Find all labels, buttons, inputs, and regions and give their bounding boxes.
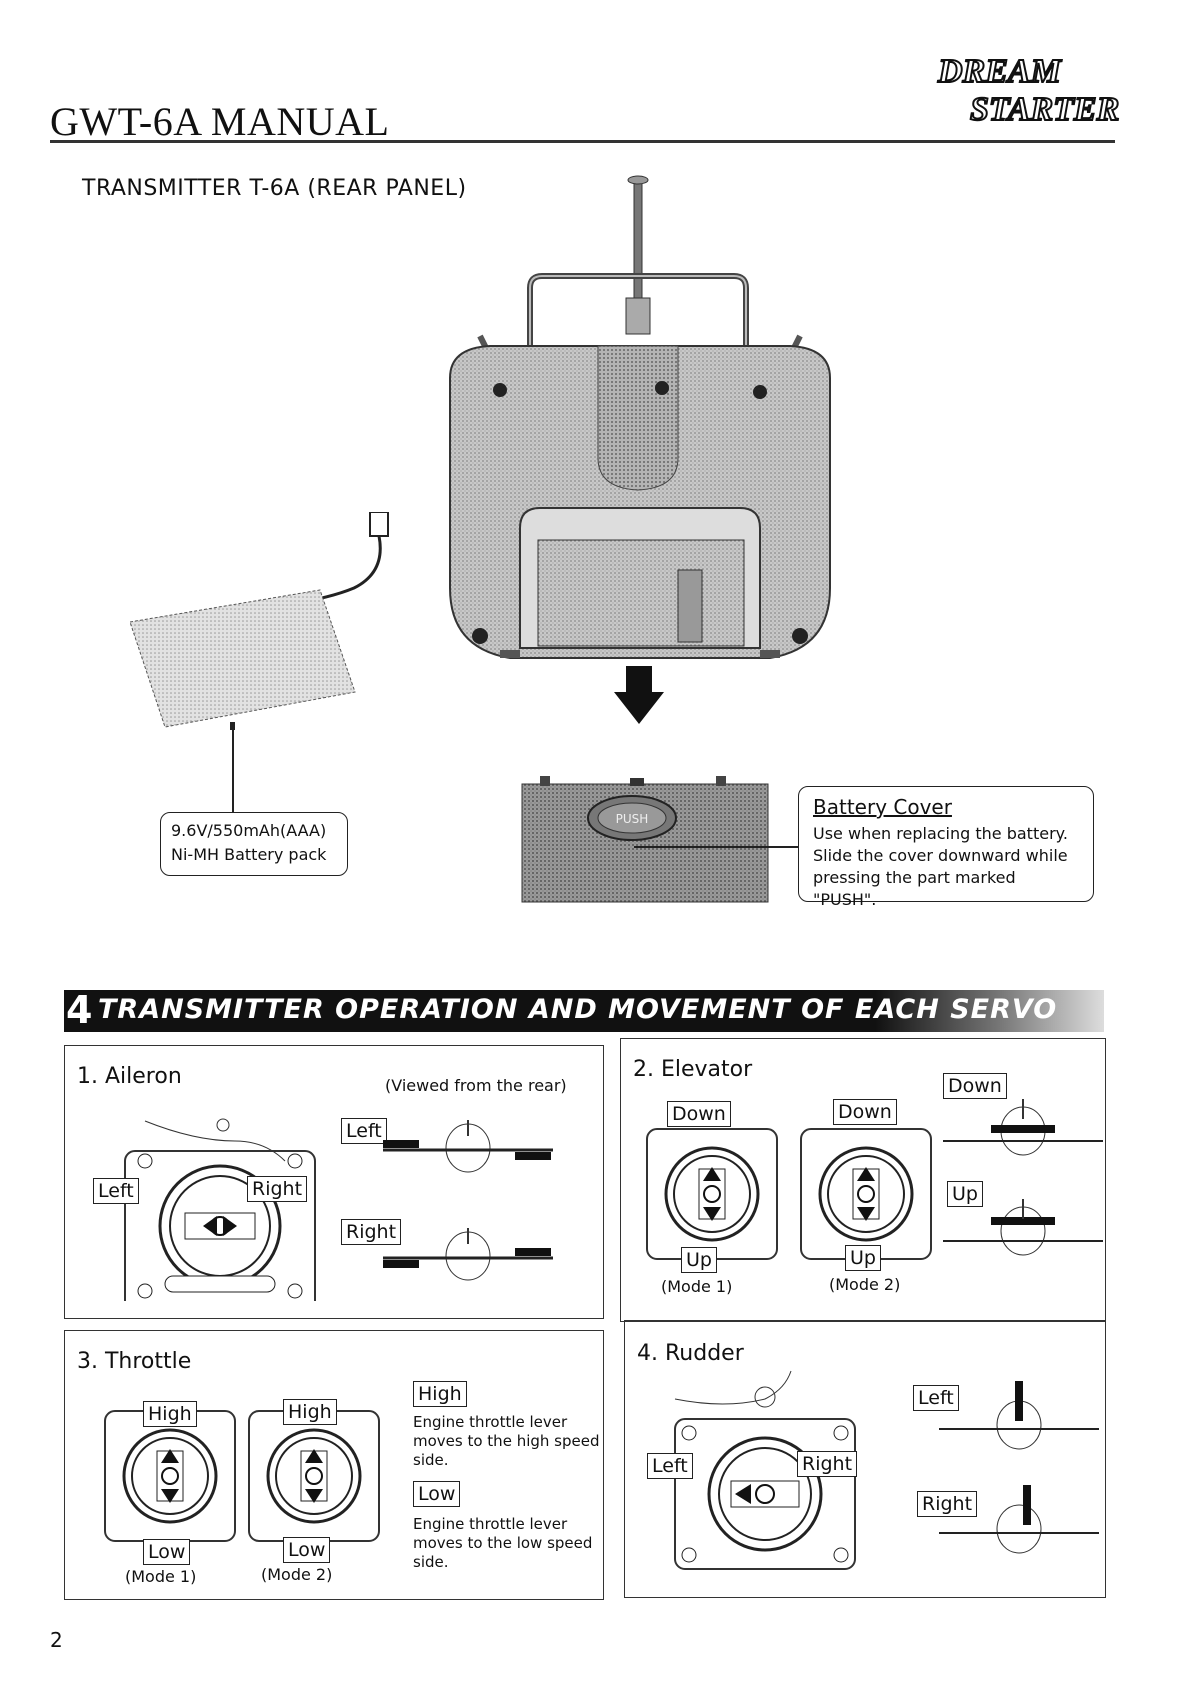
section-title: TRANSMITTER OPERATION AND MOVEMENT OF EA… xyxy=(98,994,1058,1025)
svg-text:DREAM: DREAM xyxy=(937,53,1063,90)
battery-cover-title: Battery Cover xyxy=(813,795,952,819)
elevator-mode2-down-label: Down xyxy=(833,1099,897,1125)
throttle-high-note-label: High xyxy=(413,1381,467,1407)
page-number: 2 xyxy=(50,1628,63,1652)
aileron-stick-illustration xyxy=(105,1101,345,1312)
elevator-panel: 2. Elevator Down Up (Mode 1) Down Up (Mo… xyxy=(620,1038,1106,1322)
section-number: 4 xyxy=(66,988,93,1032)
battery-cover-illustration: PUSH xyxy=(520,772,772,906)
aileron-plane-right-label: Right xyxy=(341,1219,402,1245)
rudder-stick-illustration xyxy=(665,1369,865,1583)
push-label: PUSH xyxy=(616,812,649,826)
aileron-stick-left-label: Left xyxy=(93,1178,139,1204)
aileron-viewed-note: (Viewed from the rear) xyxy=(385,1076,567,1095)
throttle-mode1-caption: (Mode 1) xyxy=(125,1567,197,1586)
aileron-plane-left-label: Left xyxy=(341,1118,387,1144)
battery-cover-note-1: Use when replacing the battery. xyxy=(813,824,1068,843)
elevator-title: 2. Elevator xyxy=(633,1057,753,1082)
rudder-plane-left-label: Left xyxy=(913,1385,959,1411)
elevator-plane-up-icon xyxy=(943,1189,1103,1273)
battery-pack-illustration xyxy=(129,511,400,742)
elevator-plane-up-label: Up xyxy=(947,1181,983,1207)
battery-cover-leader-line xyxy=(634,846,798,848)
battery-pack-callout: 9.6V/550mAh(AAA) Ni-MH Battery pack xyxy=(160,812,348,876)
battery-cover-callout: Battery Cover Use when replacing the bat… xyxy=(798,786,1094,909)
rudder-plane-right-icon xyxy=(939,1481,1099,1565)
aileron-stick-right-label: Right xyxy=(247,1176,308,1202)
battery-pack-spec: 9.6V/550mAh(AAA) xyxy=(171,821,327,840)
throttle-low-note-label: Low xyxy=(413,1481,461,1507)
throttle-mode2-low-label: Low xyxy=(283,1537,331,1563)
aileron-title: 1. Aileron xyxy=(77,1064,182,1089)
elevator-plane-down-label: Down xyxy=(943,1073,1007,1099)
aileron-plane-left-icon xyxy=(383,1106,553,1190)
rudder-title: 4. Rudder xyxy=(637,1341,744,1366)
throttle-mode1-high-label: High xyxy=(143,1401,197,1427)
elevator-mode1-up-label: Up xyxy=(681,1247,717,1273)
rudder-stick-left-label: Left xyxy=(647,1453,693,1479)
rear-panel-title: TRANSMITTER T-6A (REAR PANEL) xyxy=(82,176,467,201)
elevator-mode2-up-label: Up xyxy=(845,1245,881,1271)
elevator-mode1-stick xyxy=(637,1089,787,1283)
throttle-mode2-stick xyxy=(239,1381,389,1565)
page-title: GWT-6A MANUAL xyxy=(50,99,390,144)
throttle-mode2-caption: (Mode 2) xyxy=(261,1565,333,1584)
elevator-mode2-stick xyxy=(791,1089,941,1283)
battery-cover-note-3: pressing the part marked "PUSH". xyxy=(813,868,1016,909)
brand-logo: DREAM STARTER xyxy=(930,48,1140,129)
elevator-plane-down-icon xyxy=(943,1089,1103,1173)
svg-text:STARTER: STARTER xyxy=(970,91,1119,126)
throttle-title: 3. Throttle xyxy=(77,1349,192,1374)
throttle-mode1-low-label: Low xyxy=(143,1539,191,1565)
rudder-plane-right-label: Right xyxy=(917,1491,978,1517)
rudder-panel: 4. Rudder Left Right Left Right xyxy=(624,1320,1106,1598)
throttle-mode2-high-label: High xyxy=(283,1399,337,1425)
rudder-stick-right-label: Right xyxy=(797,1451,858,1477)
rudder-plane-left-icon xyxy=(939,1377,1099,1461)
elevator-mode2-caption: (Mode 2) xyxy=(829,1275,901,1294)
throttle-panel: 3. Throttle High Low (Mode 1) High Low (… xyxy=(64,1330,604,1600)
aileron-plane-right-icon xyxy=(383,1214,553,1298)
section-header: 4 TRANSMITTER OPERATION AND MOVEMENT OF … xyxy=(64,988,1104,1032)
elevator-mode1-down-label: Down xyxy=(667,1101,731,1127)
battery-pack-leader-line xyxy=(232,725,234,813)
elevator-mode1-caption: (Mode 1) xyxy=(661,1277,733,1296)
battery-cover-note-2: Slide the cover downward while xyxy=(813,846,1068,865)
title-rule xyxy=(50,140,1115,143)
aileron-panel: 1. Aileron (Viewed from the rear) Left R… xyxy=(64,1045,604,1319)
battery-pack-type: Ni-MH Battery pack xyxy=(171,845,327,864)
transmitter-rear-illustration xyxy=(430,168,850,728)
